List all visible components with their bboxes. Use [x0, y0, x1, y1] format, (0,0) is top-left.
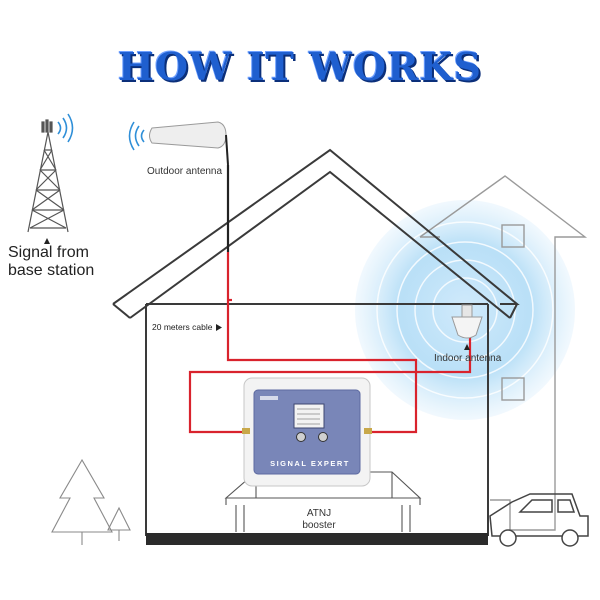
indoor-antenna-label: Indoor antenna [434, 353, 502, 364]
tree-icon [51, 458, 131, 545]
indoor-pointer [464, 344, 470, 350]
booster-label-line1: ATNJ [306, 508, 332, 519]
base-station-label-line1: Signal from [8, 244, 89, 261]
base-station-label: Signal from base station [8, 244, 94, 280]
outdoor-antenna-waves [128, 121, 145, 151]
tower-pointer [44, 238, 50, 244]
booster-label: ATNJ booster [296, 508, 342, 532]
booster-label-line2: booster [302, 520, 336, 531]
house-outline [112, 148, 520, 536]
car-icon [489, 493, 589, 547]
outdoor-antenna-label: Outdoor antenna [147, 166, 223, 177]
coax-cable [188, 165, 472, 434]
booster-device [242, 377, 372, 487]
booster-brand-text: SIGNAL EXPERT [270, 459, 350, 468]
ceiling-antenna-icon [451, 304, 483, 339]
cable-length-label: 20 meters cable [152, 322, 213, 332]
base-station-label-line2: base station [8, 262, 95, 279]
floor [146, 533, 488, 545]
page-title: HOW IT WORKS [117, 44, 483, 89]
yagi-antenna-icon [149, 121, 229, 166]
tower-signal-waves [57, 113, 74, 143]
cable-pointer [216, 324, 222, 331]
cell-tower-icon [27, 119, 69, 233]
